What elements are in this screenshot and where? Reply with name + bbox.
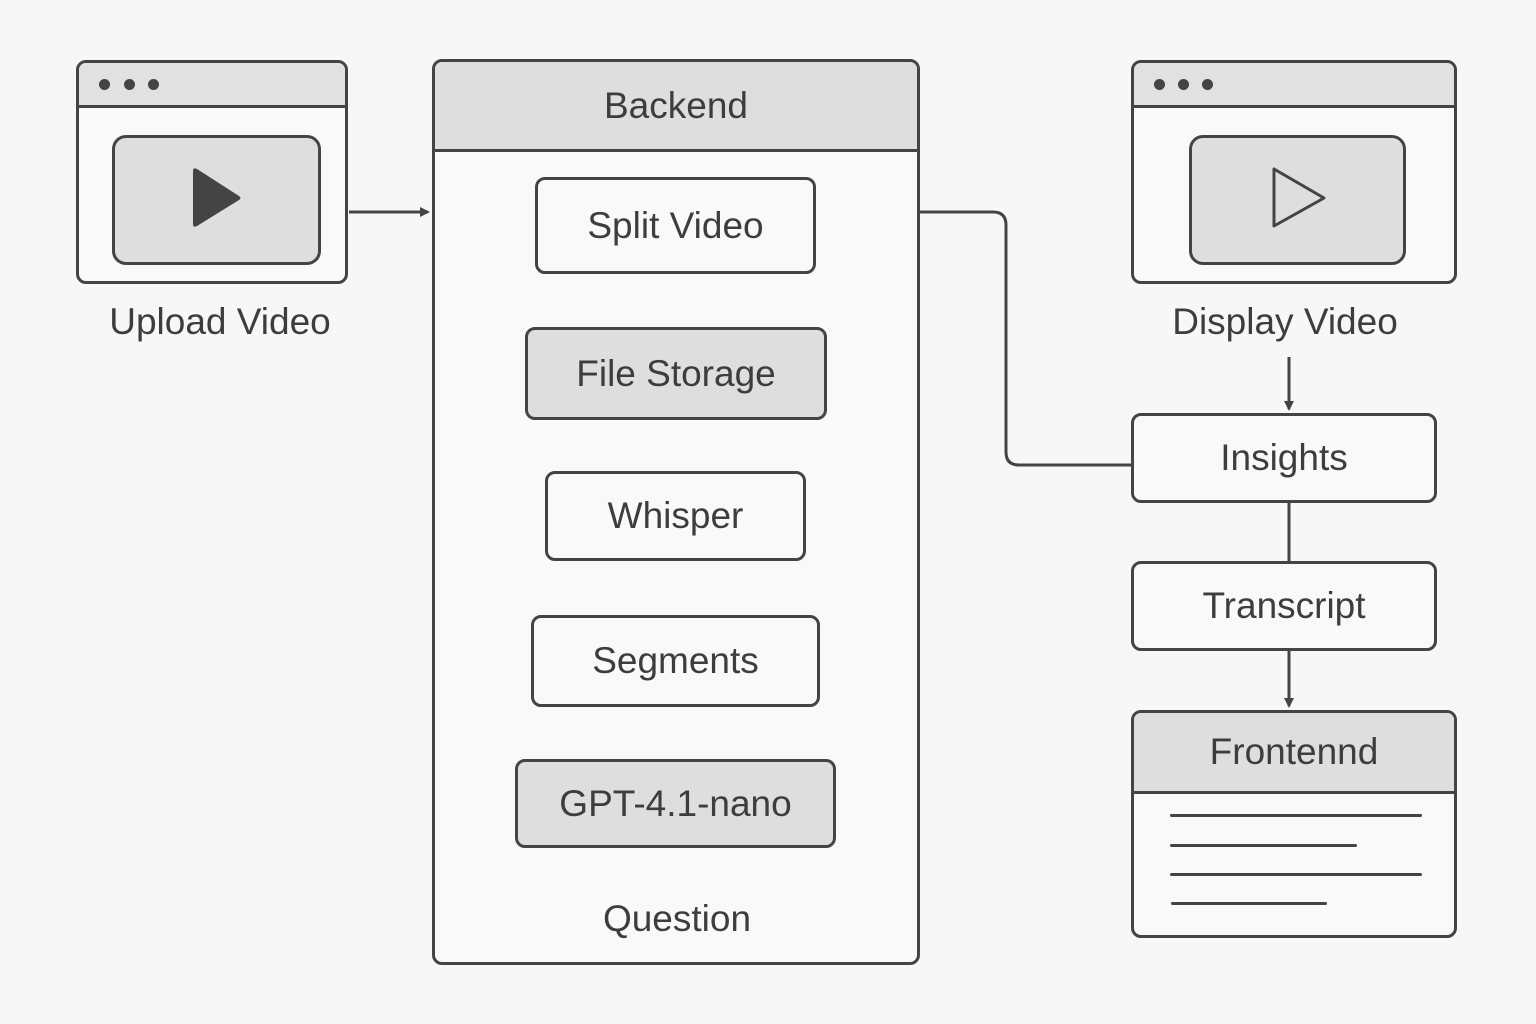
question-label: Question	[602, 898, 752, 939]
play-outline-icon	[1272, 167, 1326, 228]
window-dot-icon	[99, 79, 110, 90]
insights-box[interactable]: Insights	[1131, 413, 1437, 503]
text-line-placeholder	[1171, 902, 1327, 905]
text-line-placeholder	[1170, 844, 1357, 847]
transcript-box[interactable]: Transcript	[1131, 561, 1437, 651]
upload-video-window[interactable]	[76, 60, 348, 284]
play-icon	[193, 168, 241, 227]
window-title-bar	[79, 63, 345, 108]
window-dot-icon	[1154, 79, 1165, 90]
window-dot-icon	[148, 79, 159, 90]
window-dot-icon	[1202, 79, 1213, 90]
text-line-placeholder	[1170, 873, 1422, 876]
display-video-window[interactable]	[1131, 60, 1457, 284]
step-gpt-4-1-nano[interactable]: GPT-4.1-nano	[515, 759, 836, 848]
upload-video-label: Upload Video	[109, 301, 331, 342]
step-file-storage[interactable]: File Storage	[525, 327, 827, 420]
step-whisper[interactable]: Whisper	[545, 471, 806, 561]
display-video-label: Display Video	[1172, 301, 1398, 342]
backend-title: Backend	[435, 62, 917, 152]
frontend-title: Frontennd	[1134, 713, 1454, 794]
connector-split-to-insights	[815, 210, 1132, 467]
text-line-placeholder	[1170, 814, 1422, 817]
window-title-bar	[1134, 63, 1454, 108]
window-dot-icon	[1178, 79, 1189, 90]
step-segments[interactable]: Segments	[531, 615, 820, 707]
step-split-video[interactable]: Split Video	[535, 177, 816, 274]
window-dot-icon	[124, 79, 135, 90]
video-player[interactable]	[112, 135, 321, 265]
video-player[interactable]	[1189, 135, 1406, 265]
frontend-panel: Frontennd	[1131, 710, 1457, 938]
